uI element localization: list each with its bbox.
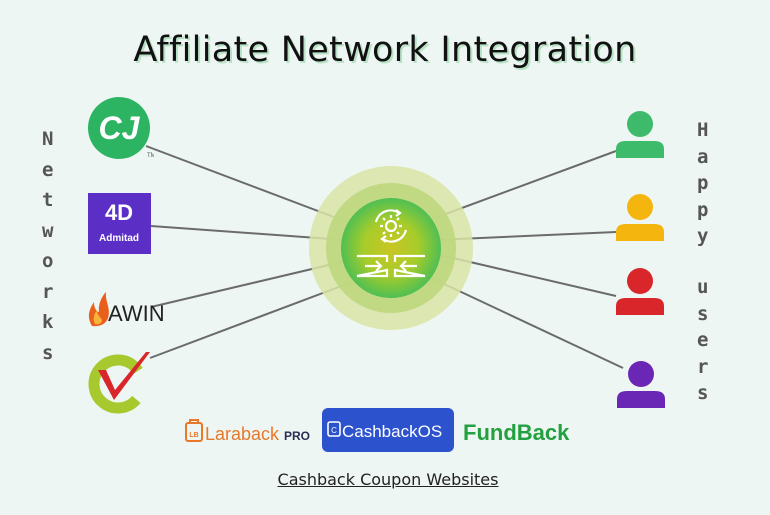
user-body [616,224,664,241]
user-avatar-icon [617,361,665,408]
left-label-letter: e [42,158,54,181]
integration-hub [309,166,473,330]
laraback-pro-text: PRO [284,429,310,443]
fundback-logo: FundBack [463,420,570,445]
admitad-logo: 4D Admitad [88,193,151,254]
cashbackos-logo: C CashbackOS [322,408,454,452]
left-label-letter: o [42,250,54,272]
user-head [627,194,653,220]
laraback-pro-logo: LB Laraback PRO [185,419,310,444]
right-label-1-letter: H [697,119,709,141]
cashbackos-text: CashbackOS [342,422,442,441]
left-label-letter: N [42,128,54,150]
left-label-letter: w [42,219,54,242]
user-avatar-icon [616,111,664,158]
user-avatar-icon [616,194,664,241]
left-label-letter: r [42,280,54,303]
websites-caption[interactable]: Cashback Coupon Websites [277,470,499,489]
user-avatar-icon [616,268,664,315]
sync-gear-icon [374,209,408,243]
right-label-1-letter: y [697,225,709,247]
user-head [627,111,653,137]
user-body [616,141,664,158]
laraback-text: Laraback [205,424,280,444]
right-label-2-letter: e [697,329,709,351]
awin-logo: AWIN [88,292,164,327]
left-label-letter: t [42,189,54,211]
admitad-logo-text: Admitad [99,233,139,244]
cj-logo-text: CJ [99,110,141,146]
svg-text:LB: LB [189,432,198,439]
awin-logo-text: AWIN [108,301,164,326]
right-label-1-letter: p [697,198,709,221]
left-label-letter: s [42,341,54,364]
right-label-2-letter: r [697,355,709,378]
right-label-2-letter: u [697,276,709,298]
fundback-text: FundBack [463,420,570,445]
cj-logo: CJ TM [88,97,154,159]
cj-tm: TM [147,153,154,159]
left-label-letter: k [42,311,54,333]
svg-text:C: C [331,426,337,435]
user-head [628,361,654,387]
right-label-2-letter: s [697,382,709,404]
right-label-2-letter: s [697,302,709,325]
vcommission-logo [88,352,150,414]
page-title: Affiliate Network Integration [133,30,637,70]
svg-text:4D: 4D [105,200,133,225]
user-body [616,298,664,315]
right-label-1-letter: a [697,145,709,168]
user-body [617,391,665,408]
user-head [627,268,653,294]
merge-arrows-icon [356,254,426,278]
right-label-1-letter: p [697,172,709,194]
